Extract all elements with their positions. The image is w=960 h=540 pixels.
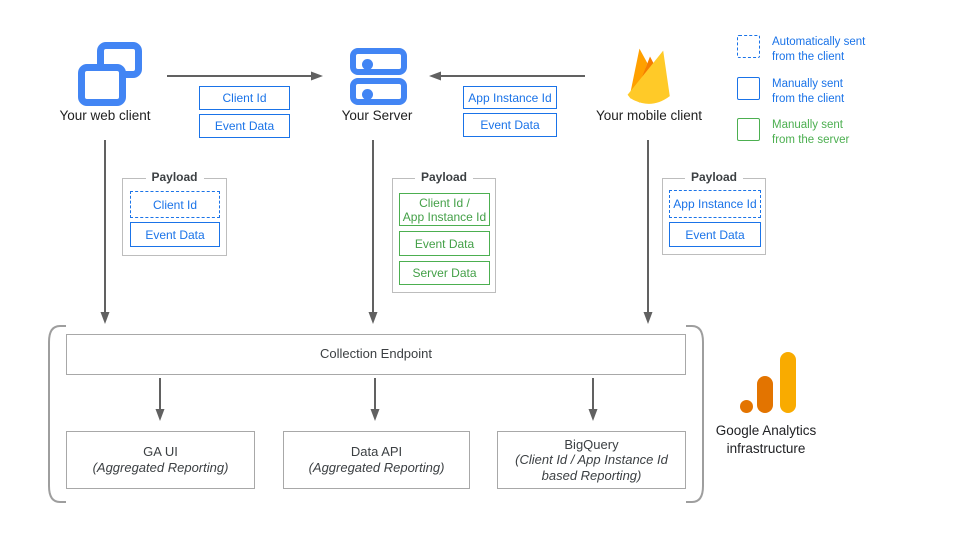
ga-bar-tall bbox=[780, 352, 796, 413]
legend-line: Manually sent bbox=[772, 78, 843, 90]
ga-infrastructure-caption: Google Analytics infrastructure bbox=[701, 422, 831, 458]
output-title: Data API bbox=[350, 443, 403, 459]
output-subtitle: (Aggregated Reporting) bbox=[308, 460, 445, 475]
payload-web-client-id: Client Id bbox=[130, 191, 220, 218]
web-arrow-label-client-id: Client Id bbox=[199, 86, 290, 110]
google-analytics-logo-icon bbox=[735, 350, 801, 414]
right-bracket bbox=[686, 325, 704, 503]
mobile-arrow-label-event-data: Event Data bbox=[463, 113, 557, 137]
output-title: BigQuery bbox=[564, 436, 619, 452]
payload-title: Payload bbox=[414, 170, 474, 184]
firebase-icon bbox=[627, 48, 670, 104]
legend-line: Manually sent bbox=[772, 119, 843, 131]
browser-window-front bbox=[78, 64, 126, 106]
web-client-icon bbox=[78, 42, 144, 108]
server-led-dot bbox=[362, 89, 373, 100]
output-subtitle: (Aggregated Reporting) bbox=[92, 460, 229, 475]
ga-dot bbox=[740, 400, 753, 413]
legend-item-manual-client: Manually sent from the client bbox=[772, 77, 844, 107]
payload-server: Payload Client Id / App Instance Id Even… bbox=[392, 170, 496, 293]
web-client-label: Your web client bbox=[59, 108, 151, 123]
legend-swatch-dashed-blue bbox=[737, 35, 760, 58]
payload-mobile: Payload App Instance Id Event Data bbox=[662, 170, 766, 255]
legend-swatch-solid-blue bbox=[737, 77, 760, 100]
server-label: Your Server bbox=[341, 108, 413, 123]
payload-web: Payload Client Id Event Data bbox=[122, 170, 227, 256]
legend-line: from the server bbox=[772, 134, 850, 146]
legend-swatch-solid-green bbox=[737, 118, 760, 141]
bigquery-box: BigQuery (Client Id / App Instance Id ba… bbox=[497, 431, 686, 489]
payload-mobile-app-instance-id: App Instance Id bbox=[669, 190, 761, 218]
mobile-client-label: Your mobile client bbox=[595, 108, 703, 123]
payload-title: Payload bbox=[145, 170, 204, 184]
left-bracket bbox=[48, 325, 66, 503]
payload-server-event-data: Event Data bbox=[399, 231, 490, 256]
payload-mobile-event-data: Event Data bbox=[669, 222, 761, 247]
web-arrow-label-event-data: Event Data bbox=[199, 114, 290, 138]
server-unit-bottom bbox=[350, 78, 407, 105]
server-unit-top bbox=[350, 48, 407, 75]
server-led-dot bbox=[362, 59, 373, 70]
legend-line: from the client bbox=[772, 51, 845, 63]
payload-server-ids: Client Id / App Instance Id bbox=[399, 193, 490, 226]
output-subtitle: (Client Id / App Instance Id bbox=[515, 452, 668, 468]
legend-line: from the client bbox=[772, 93, 845, 105]
output-subtitle: based Reporting) bbox=[541, 467, 642, 483]
legend-item-manual-server: Manually sent from the server bbox=[772, 118, 849, 148]
legend-item-auto-client: Automatically sent from the client bbox=[772, 35, 865, 65]
collection-endpoint-box: Collection Endpoint bbox=[66, 334, 686, 375]
payload-title: Payload bbox=[684, 170, 744, 184]
payload-server-server-data: Server Data bbox=[399, 261, 490, 285]
caption-line: infrastructure bbox=[726, 441, 806, 456]
server-icon bbox=[350, 48, 407, 105]
data-api-box: Data API (Aggregated Reporting) bbox=[283, 431, 470, 489]
ga-bar-medium bbox=[757, 376, 773, 413]
payload-line: Client Id / bbox=[419, 195, 470, 210]
payload-web-event-data: Event Data bbox=[130, 222, 220, 247]
output-title: GA UI bbox=[143, 443, 178, 459]
mobile-arrow-label-app-instance-id: App Instance Id bbox=[463, 86, 557, 109]
payload-line: App Instance Id bbox=[402, 209, 487, 224]
caption-line: Google Analytics bbox=[715, 423, 817, 438]
ga-ui-box: GA UI (Aggregated Reporting) bbox=[66, 431, 255, 489]
legend-line: Automatically sent bbox=[772, 36, 866, 48]
